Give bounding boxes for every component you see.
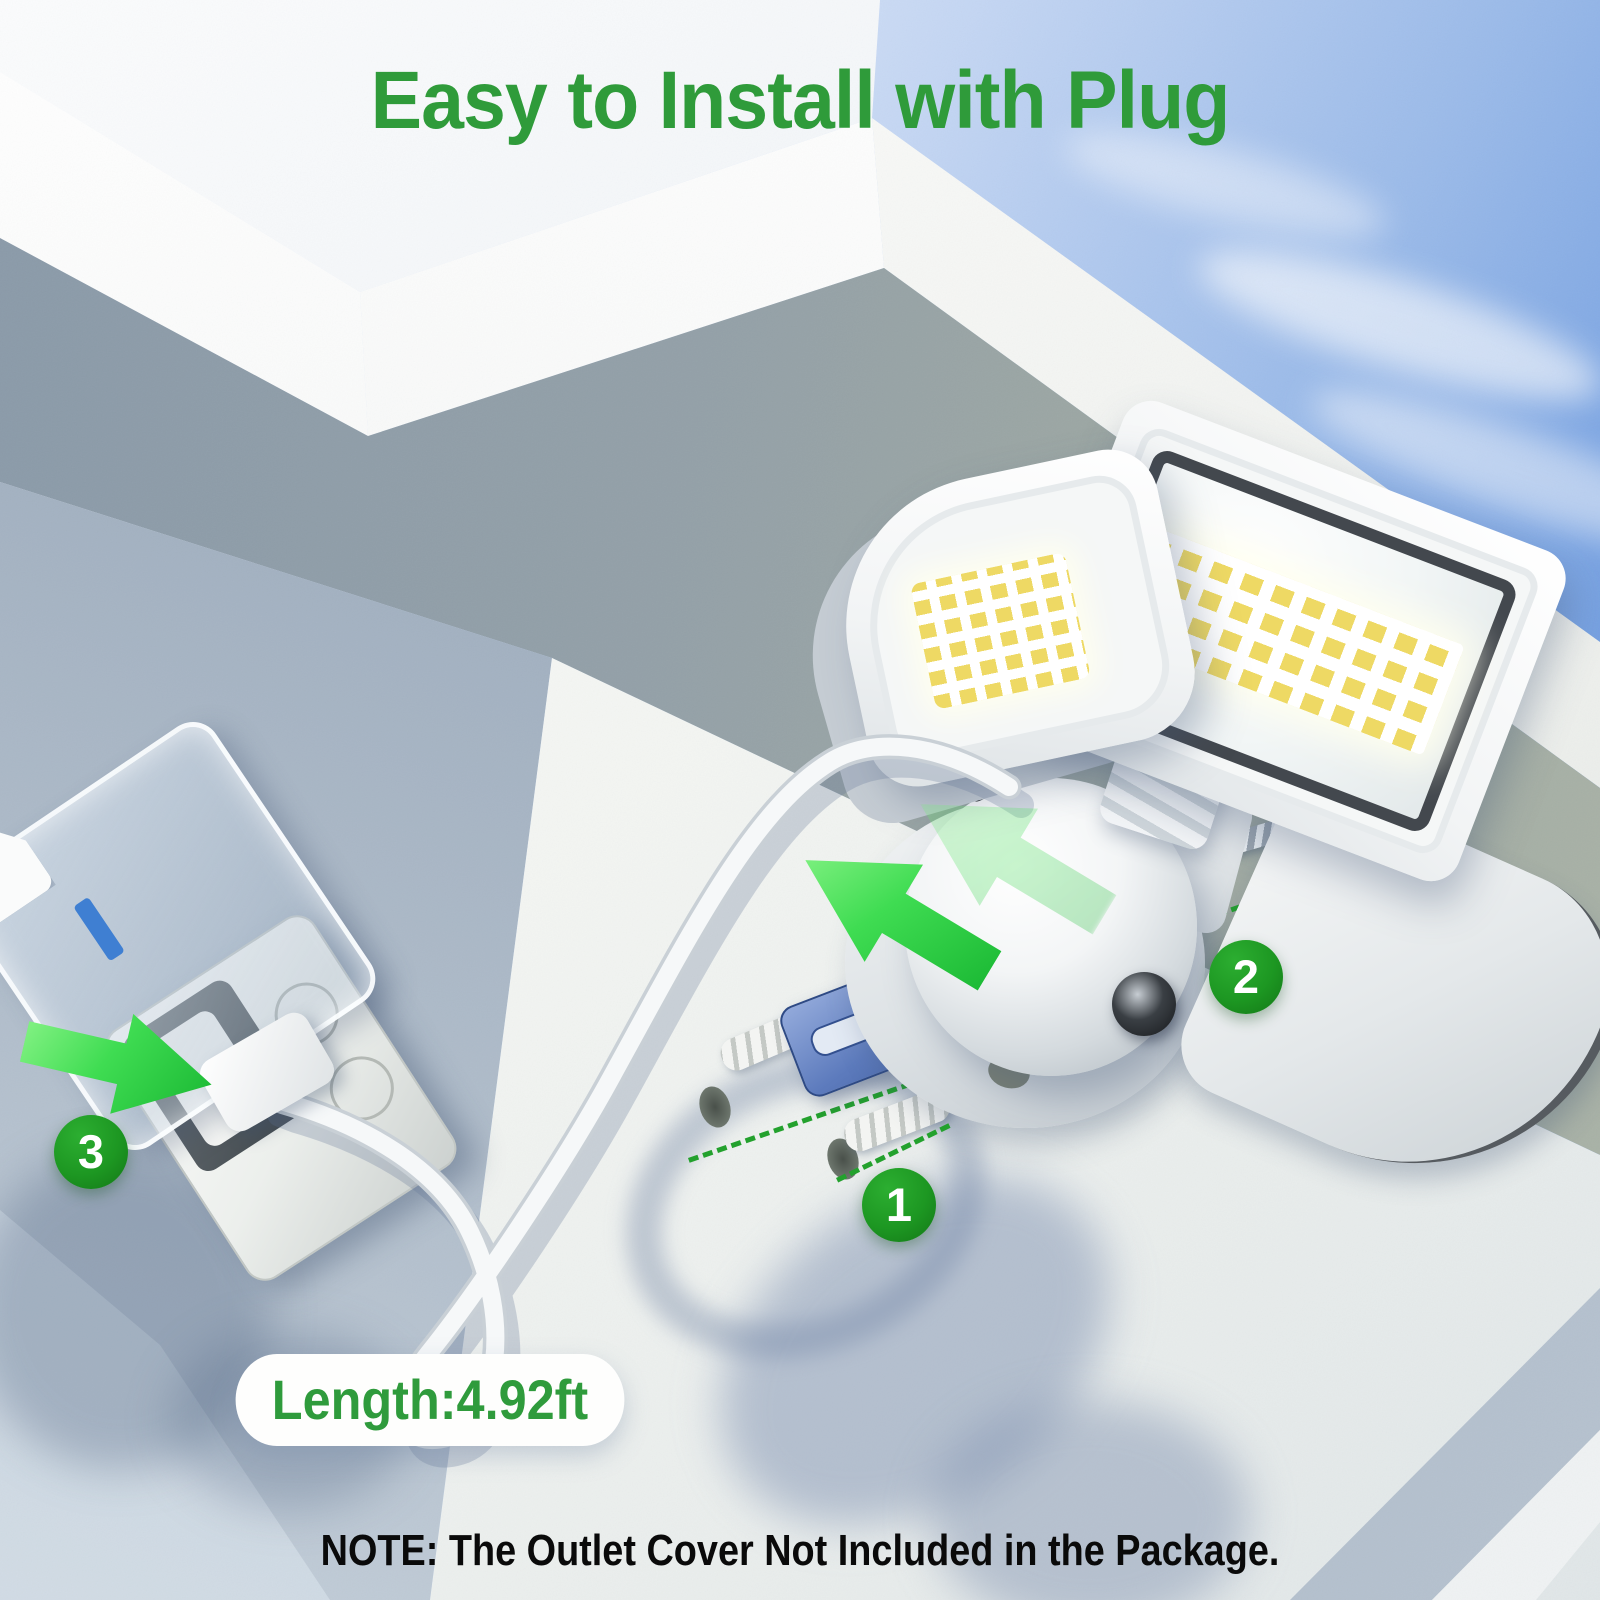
- right-head-reflector-fin: [1164, 770, 1600, 1230]
- arrow-trail: [886, 746, 1140, 972]
- cloud: [1056, 111, 1394, 259]
- bracket-slot: [806, 988, 932, 1060]
- outlet-box: [97, 906, 465, 1290]
- alignment-dashed-line-1: [688, 998, 1153, 1163]
- hinge-ribs: [1131, 546, 1235, 662]
- photocell-knob: [1112, 972, 1176, 1036]
- base-screw: [1172, 791, 1340, 885]
- lamp-shadow: [652, 1102, 1178, 1598]
- receptacle: [144, 1006, 276, 1151]
- screw-head: [1138, 983, 1187, 1033]
- wall-hole: [694, 1082, 736, 1132]
- base-ball-joint: [905, 778, 1197, 1076]
- step-badge-1: 1: [862, 1168, 936, 1242]
- step-badge-3: 3: [54, 1115, 128, 1189]
- cloud: [1186, 220, 1600, 430]
- head-face: [846, 468, 1180, 768]
- knockout-circle: [317, 1044, 407, 1133]
- lamp-shadow: [930, 1400, 1250, 1600]
- screw-head: [954, 892, 1027, 964]
- arrow-toward-wall-icon: [771, 802, 1025, 1028]
- alignment-dashed-line-2: [1072, 849, 1400, 967]
- mounting-screw: [1059, 981, 1195, 1063]
- cover-blue-latch: [73, 896, 125, 962]
- screw-head: [1274, 795, 1329, 851]
- arrow-toward-outlet-icon: [11, 982, 226, 1144]
- screw-shank: [854, 925, 976, 997]
- power-plug: [194, 1006, 340, 1138]
- led-panel-right: [1114, 527, 1465, 756]
- base-ring-shadow: [576, 996, 1036, 1416]
- bracket-center-screw-tip: [932, 978, 963, 1010]
- outlet-shadow: [170, 1330, 410, 1510]
- bracket-center-hole: [923, 971, 971, 1019]
- mounting-screw: [848, 889, 1031, 1011]
- left-head-back-housing: [778, 465, 1176, 835]
- wall-mount-plate: [845, 798, 1205, 1128]
- yoke-arm: [1131, 778, 1257, 938]
- plate-screw-hole: [984, 1051, 1034, 1093]
- screw-shank: [1062, 1004, 1152, 1052]
- screw-shank: [1175, 818, 1288, 870]
- alignment-dashed-line-3: [836, 1123, 951, 1183]
- outlet-cover-transparent: [0, 711, 387, 1161]
- outlet-shadow: [0, 1150, 270, 1470]
- mounting-bracket: [775, 894, 1115, 1102]
- footer-note: NOTE: The Outlet Cover Not Included in t…: [320, 1526, 1280, 1575]
- head-face: [1038, 423, 1544, 859]
- head-glass: [1061, 446, 1521, 836]
- floodlight-head-right: [1007, 392, 1575, 890]
- plate-screw-hole: [1114, 893, 1158, 931]
- cable-length-badge: Length:4.92ft: [235, 1354, 625, 1446]
- step-badge-2: 2: [1209, 940, 1283, 1014]
- box-opening: [118, 975, 311, 1177]
- led-panel-left: [909, 551, 1091, 710]
- floodlight-head-left: [818, 440, 1208, 796]
- page-title: Easy to Install with Plug: [370, 55, 1231, 146]
- bracket-slot: [962, 936, 1088, 1009]
- cover-clip: [0, 808, 56, 947]
- knockout-circle: [262, 970, 351, 1059]
- cloud: [1298, 362, 1600, 578]
- wall-anchor: [715, 1001, 831, 1076]
- cable-gland: [942, 714, 1044, 806]
- hinge-ribs: [1096, 654, 1256, 854]
- wall-anchor: [839, 1085, 955, 1156]
- wall-hole: [822, 1134, 864, 1184]
